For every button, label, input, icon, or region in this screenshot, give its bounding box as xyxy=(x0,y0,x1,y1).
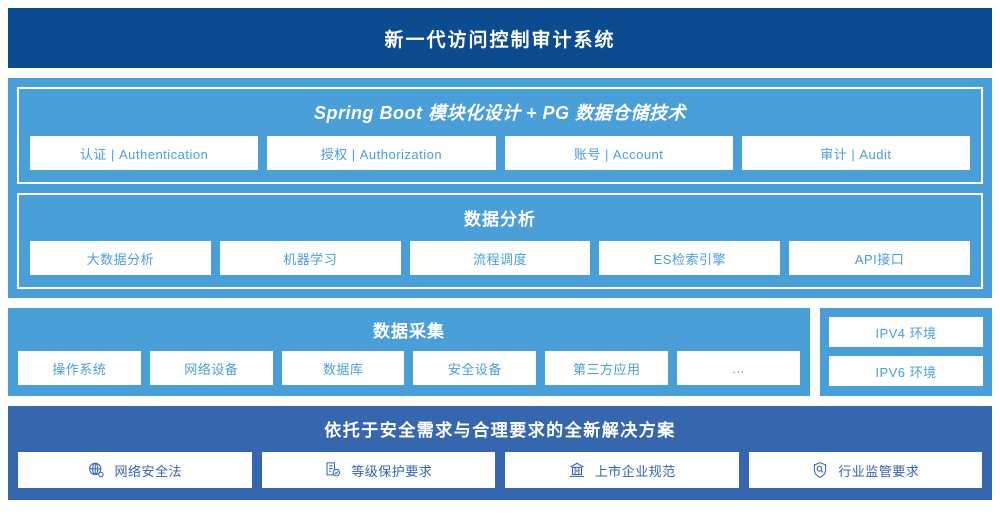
solution-chip-grade-protection[interactable]: 等级保护要求 xyxy=(261,452,495,488)
analysis-title: 数据分析 xyxy=(464,210,536,229)
analysis-chip-row: 大数据分析 机器学习 流程调度 ES检索引擎 API接口 xyxy=(30,241,970,275)
platform-chip-account[interactable]: 账号 | Account xyxy=(504,136,733,170)
bank-building-icon xyxy=(568,461,586,479)
collection-chip-more[interactable]: … xyxy=(677,351,800,385)
collection-chip-security-device[interactable]: 安全设备 xyxy=(413,351,537,385)
collection-chip-third-party-app[interactable]: 第三方应用 xyxy=(545,351,669,385)
platform-chip-authentication[interactable]: 认证 | Authentication xyxy=(30,136,259,170)
analysis-chip-api[interactable]: API接口 xyxy=(789,241,970,275)
page-title: 新一代访问控制审计系统 xyxy=(384,29,616,51)
shield-search-icon xyxy=(811,461,829,479)
analysis-chip-process-scheduling[interactable]: 流程调度 xyxy=(409,241,591,275)
analysis-chip-bigdata[interactable]: 大数据分析 xyxy=(30,241,211,275)
solution-chip-listed-company-norms[interactable]: 上市企业规范 xyxy=(505,452,739,488)
platform-chip-audit[interactable]: 审计 | Audit xyxy=(741,136,970,170)
solution-chip-label: 行业监管要求 xyxy=(838,463,920,479)
globe-icon xyxy=(87,461,105,479)
environment-panel: IPV4 环境 IPV6 环境 xyxy=(820,308,992,396)
document-check-icon xyxy=(324,461,342,479)
collection-row: 数据采集 操作系统 网络设备 数据库 安全设备 第三方应用 … IPV4 环境 … xyxy=(8,308,992,396)
page-header: 新一代访问控制审计系统 xyxy=(8,8,992,68)
solution-chip-label: 网络安全法 xyxy=(114,463,182,479)
solution-chip-label: 上市企业规范 xyxy=(594,463,676,479)
environment-chip-ipv6[interactable]: IPV6 环境 xyxy=(829,356,983,386)
solution-chip-row: 网络安全法 等级保护要求 xyxy=(18,452,982,488)
analysis-subpanel: 数据分析 大数据分析 机器学习 流程调度 ES检索引擎 API接口 xyxy=(17,193,983,289)
solution-chip-cybersecurity-law[interactable]: 网络安全法 xyxy=(18,452,252,488)
collection-chip-os[interactable]: 操作系统 xyxy=(18,351,141,385)
solution-chip-industry-regulation[interactable]: 行业监管要求 xyxy=(748,452,982,488)
collection-title: 数据采集 xyxy=(373,322,445,341)
collection-chip-network-device[interactable]: 网络设备 xyxy=(149,351,273,385)
platform-title: Spring Boot 模块化设计 + PG 数据仓储技术 xyxy=(313,103,686,123)
solution-title: 依托于安全需求与合理要求的全新解决方案 xyxy=(324,421,676,440)
collection-chip-database[interactable]: 数据库 xyxy=(281,351,405,385)
solution-panel: 依托于安全需求与合理要求的全新解决方案 网络安全法 xyxy=(8,406,992,500)
solution-chip-label: 等级保护要求 xyxy=(351,463,433,479)
collection-chip-row: 操作系统 网络设备 数据库 安全设备 第三方应用 … xyxy=(18,351,800,385)
platform-analysis-panel: Spring Boot 模块化设计 + PG 数据仓储技术 认证 | Authe… xyxy=(8,78,992,298)
platform-subpanel: Spring Boot 模块化设计 + PG 数据仓储技术 认证 | Authe… xyxy=(17,87,983,184)
platform-chip-authorization[interactable]: 授权 | Authorization xyxy=(267,136,496,170)
collection-panel: 数据采集 操作系统 网络设备 数据库 安全设备 第三方应用 … xyxy=(8,308,810,396)
environment-chip-ipv4[interactable]: IPV4 环境 xyxy=(829,317,983,347)
platform-chip-row: 认证 | Authentication 授权 | Authorization 账… xyxy=(30,136,970,170)
analysis-chip-machine-learning[interactable]: 机器学习 xyxy=(219,241,401,275)
analysis-chip-es-search[interactable]: ES检索引擎 xyxy=(599,241,781,275)
